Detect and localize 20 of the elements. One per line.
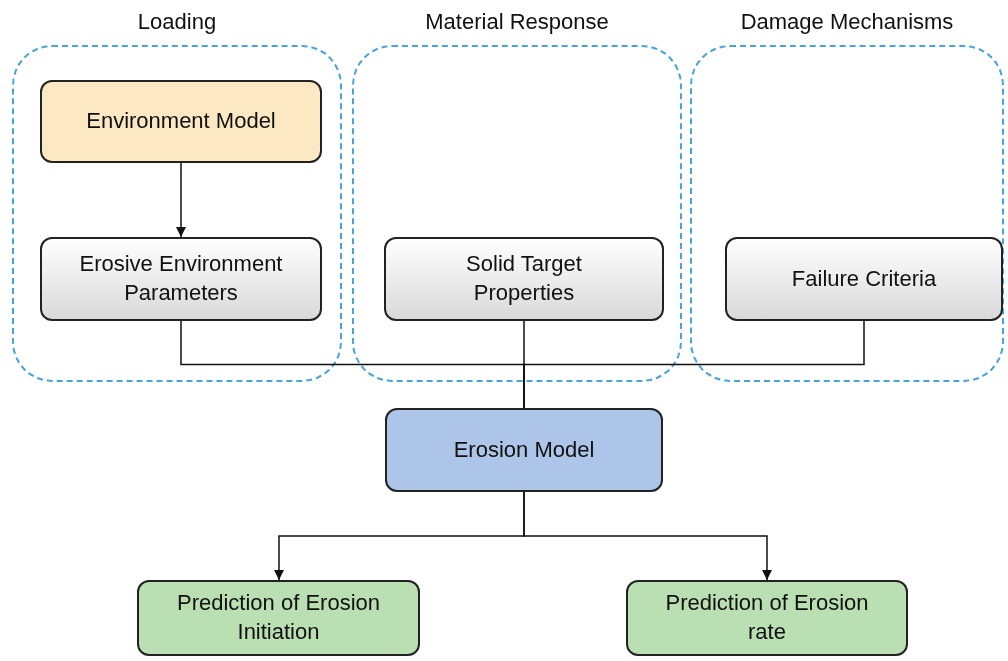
arrow bbox=[523, 491, 773, 581]
group-heading: Material Response bbox=[424, 9, 610, 35]
process-box bbox=[725, 237, 1003, 321]
process-box bbox=[137, 580, 420, 656]
process-box bbox=[626, 580, 908, 656]
process-box bbox=[385, 408, 663, 492]
box-label: Prediction of Erosion rate bbox=[664, 589, 870, 646]
process-box bbox=[40, 80, 322, 163]
process-box bbox=[40, 237, 322, 321]
group-heading: Damage Mechanisms bbox=[739, 9, 955, 35]
box-label: Prediction of Erosion Initiation bbox=[176, 589, 381, 646]
box-label: Failure Criteria bbox=[790, 264, 938, 293]
process-box bbox=[384, 237, 664, 321]
box-label: Erosive Environment Parameters bbox=[78, 250, 284, 307]
box-label: Erosion Model bbox=[452, 435, 596, 464]
group-heading: Loading bbox=[136, 9, 218, 35]
box-label: Environment Model bbox=[85, 107, 277, 136]
connector-line bbox=[523, 320, 865, 409]
box-label: Solid Target Properties bbox=[465, 250, 583, 307]
arrow bbox=[175, 162, 187, 238]
